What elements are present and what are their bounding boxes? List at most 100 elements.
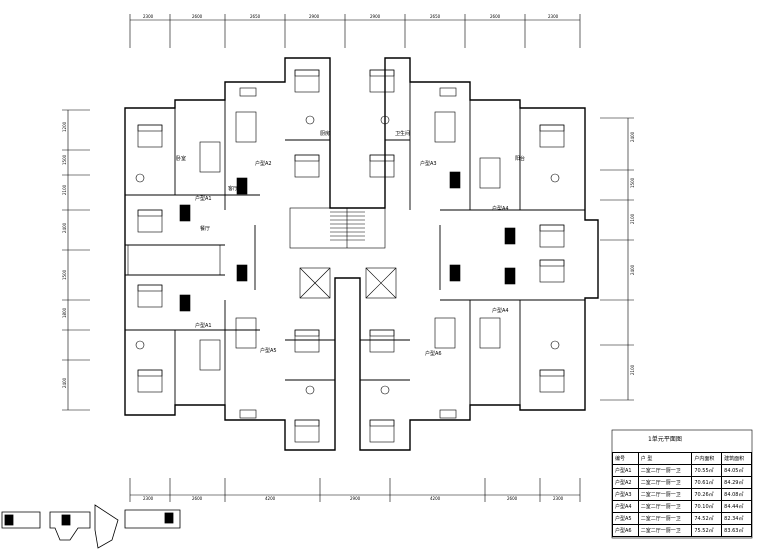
room-label: 餐厅 <box>200 225 210 232</box>
right-dim-label: 2400 <box>630 131 635 142</box>
table-cell: 84.29㎡ <box>721 476 752 489</box>
bed-icons <box>137 69 565 443</box>
key-plan-thumbnails <box>1 504 181 549</box>
room-label: 厨房 <box>320 130 330 137</box>
interior-walls <box>125 82 585 410</box>
right-dim-label: 2100 <box>630 364 635 375</box>
top-dim-label: 2300 <box>548 14 559 19</box>
right-dimension-labels: 2400 1500 2100 2400 2100 <box>630 131 635 375</box>
bottom-dim-label: 4200 <box>265 496 276 501</box>
bottom-dim-label: 2300 <box>143 496 154 501</box>
table-row: 户型A2 二室二厅一厨一卫 70.61㎡ 84.29㎡ <box>612 476 752 489</box>
stair-core <box>289 207 386 249</box>
unit-label: 户型A1 <box>195 195 212 202</box>
table-cell: 户型A5 <box>612 512 639 525</box>
top-dimension-line <box>129 14 581 48</box>
left-dim-label: 1200 <box>62 121 67 132</box>
top-dim-label: 2300 <box>143 14 154 19</box>
table-cell: 二室二厅一厨一卫 <box>637 512 693 525</box>
table-cell: 户型A1 <box>612 464 639 477</box>
table-cell: 二室二厅一厨一卫 <box>637 476 693 489</box>
room-label: 客厅 <box>228 185 238 192</box>
top-dim-label: 2650 <box>430 14 441 19</box>
table-cell: 二室二厅一厨一卫 <box>637 524 693 537</box>
left-dim-label: 2400 <box>62 222 67 233</box>
table-header-cell: 户 型 <box>637 452 693 465</box>
left-dimension-line <box>62 109 90 411</box>
table-cell: 82.34㎡ <box>721 512 752 525</box>
sofa-icons <box>199 111 501 371</box>
table-header-cell: 建筑面积 <box>721 452 752 465</box>
table-header-row: 编号 户 型 户内面积 建筑面积 <box>612 452 752 465</box>
unit-label: 户型A2 <box>255 160 272 167</box>
room-label: 卧室 <box>176 155 186 162</box>
unit-labels: 户型A1 户型A2 户型A3 户型A4 户型A5 户型A6 户型A1 户型A4 <box>195 160 509 357</box>
bottom-dimension-line <box>129 478 581 502</box>
unit-label: 户型A5 <box>260 347 277 354</box>
right-dim-label: 2100 <box>630 213 635 224</box>
table-cell: 户型A6 <box>612 524 639 537</box>
light-well <box>127 244 221 276</box>
unit-label: 户型A3 <box>420 160 437 167</box>
room-labels: 卧室 客厅 餐厅 厨房 卫生间 阳台 <box>176 130 525 232</box>
table-cell: 二室二厅一厨一卫 <box>637 500 693 513</box>
elevator-left <box>299 267 331 299</box>
bottom-dim-label: 4200 <box>430 496 441 501</box>
bottom-dim-label: 2600 <box>507 496 518 501</box>
table-cell: 二室二厅一厨一卫 <box>637 464 693 477</box>
left-dim-label: 2400 <box>62 377 67 388</box>
table-title: 1单元平面图 <box>648 436 682 443</box>
table-cell: 二室二厅一厨一卫 <box>637 488 693 501</box>
table-cell: 84.05㎡ <box>721 464 752 477</box>
left-dim-label: 2100 <box>62 184 67 195</box>
table-cell: 70.61㎡ <box>691 476 723 489</box>
table-cell: 83.63㎡ <box>721 524 752 537</box>
table-row: 户型A4 二室二厅一厨一卫 70.10㎡ 84.44㎡ <box>612 500 752 513</box>
top-dim-label: 2600 <box>490 14 501 19</box>
area-table-frame <box>611 429 753 539</box>
unit-label: 户型A6 <box>425 350 442 357</box>
table-cell: 户型A2 <box>612 476 639 489</box>
table-cell: 70.10㎡ <box>691 500 723 513</box>
right-dimension-line <box>600 117 634 401</box>
top-dim-label: 2900 <box>309 14 320 19</box>
table-cell: 74.52㎡ <box>691 512 723 525</box>
unit-label: 户型A4 <box>492 307 509 314</box>
top-dimension-labels: 2300 2600 2650 2900 2900 2650 2600 2300 <box>143 14 559 19</box>
table-cell: 84.44㎡ <box>721 500 752 513</box>
table-row: 户型A6 二室二厅一厨一卫 75.52㎡ 83.63㎡ <box>612 524 752 537</box>
table-header-cell: 编号 <box>612 452 639 465</box>
building-outline <box>124 57 599 451</box>
table-row: 户型A1 二室二厅一厨一卫 70.55㎡ 84.05㎡ <box>612 464 752 477</box>
unit-label: 户型A1 <box>195 322 212 329</box>
area-table: 编号 户 型 户内面积 建筑面积 户型A1 二室二厅一厨一卫 70.55㎡ 84… <box>612 452 752 537</box>
top-dim-label: 2900 <box>370 14 381 19</box>
room-label: 卫生间 <box>395 130 410 137</box>
left-dimension-labels: 1200 1500 2100 2400 1500 1800 2400 <box>62 121 67 388</box>
table-header-cell: 户内面积 <box>691 452 723 465</box>
bottom-dim-label: 2600 <box>192 496 203 501</box>
bottom-dim-label: 2300 <box>553 496 564 501</box>
elevator-right <box>365 267 397 299</box>
table-row: 户型A3 二室二厅一厨一卫 70.26㎡ 84.08㎡ <box>612 488 752 501</box>
table-cell: 84.08㎡ <box>721 488 752 501</box>
unit-label: 户型A4 <box>492 205 509 212</box>
left-dim-label: 1500 <box>62 154 67 165</box>
bottom-dim-label: 2900 <box>350 496 361 501</box>
table-cell: 户型A4 <box>612 500 639 513</box>
table-cell: 75.52㎡ <box>691 524 723 537</box>
fixture-icons <box>135 87 560 419</box>
table-cell: 户型A3 <box>612 488 639 501</box>
left-dim-label: 1800 <box>62 307 67 318</box>
top-dim-label: 2650 <box>250 14 261 19</box>
table-cell: 70.55㎡ <box>691 464 723 477</box>
table-row: 户型A5 二室二厅一厨一卫 74.52㎡ 82.34㎡ <box>612 512 752 525</box>
table-cell: 70.26㎡ <box>691 488 723 501</box>
left-dim-label: 1500 <box>62 269 67 280</box>
dining-table-icons <box>179 171 516 312</box>
bottom-dimension-labels: 2300 2600 4200 2900 4200 2600 2300 <box>143 496 564 501</box>
right-dim-label: 1500 <box>630 177 635 188</box>
room-label: 阳台 <box>515 155 525 162</box>
right-dim-label: 2400 <box>630 264 635 275</box>
